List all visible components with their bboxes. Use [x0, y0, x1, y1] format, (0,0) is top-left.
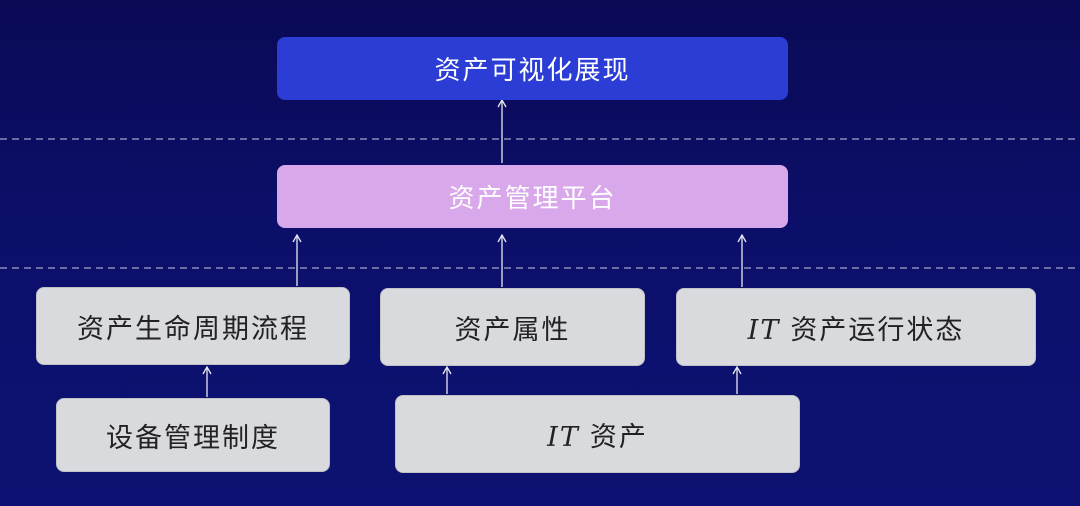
asset-visualization-node: 资产可视化展现	[277, 37, 788, 100]
equipment-policy-label: 设备管理制度	[106, 422, 280, 454]
asset-management-platform-node: 资产管理平台	[277, 165, 788, 228]
asset-lifecycle-node: 资产生命周期流程	[36, 287, 350, 365]
it-asset-node: IT 资产	[395, 395, 800, 473]
it-prefix: IT	[747, 314, 781, 346]
it-asset-status-label: IT 资产运行状态	[748, 308, 965, 347]
asset-visualization-label: 资产可视化展现	[434, 56, 631, 86]
asset-management-platform-label: 资产管理平台	[448, 184, 617, 214]
it-asset-status-text: 资产运行状态	[790, 314, 965, 346]
it-asset-status-node: IT 资产运行状态	[676, 288, 1036, 366]
it-prefix: IT	[547, 421, 580, 453]
it-asset-text: 资产	[589, 421, 648, 453]
asset-attribute-label: 资产属性	[454, 314, 571, 346]
asset-lifecycle-label: 资产生命周期流程	[77, 313, 309, 345]
asset-attribute-node: 资产属性	[380, 288, 645, 366]
equipment-policy-node: 设备管理制度	[56, 398, 330, 472]
it-asset-label: IT 资产	[547, 415, 648, 454]
